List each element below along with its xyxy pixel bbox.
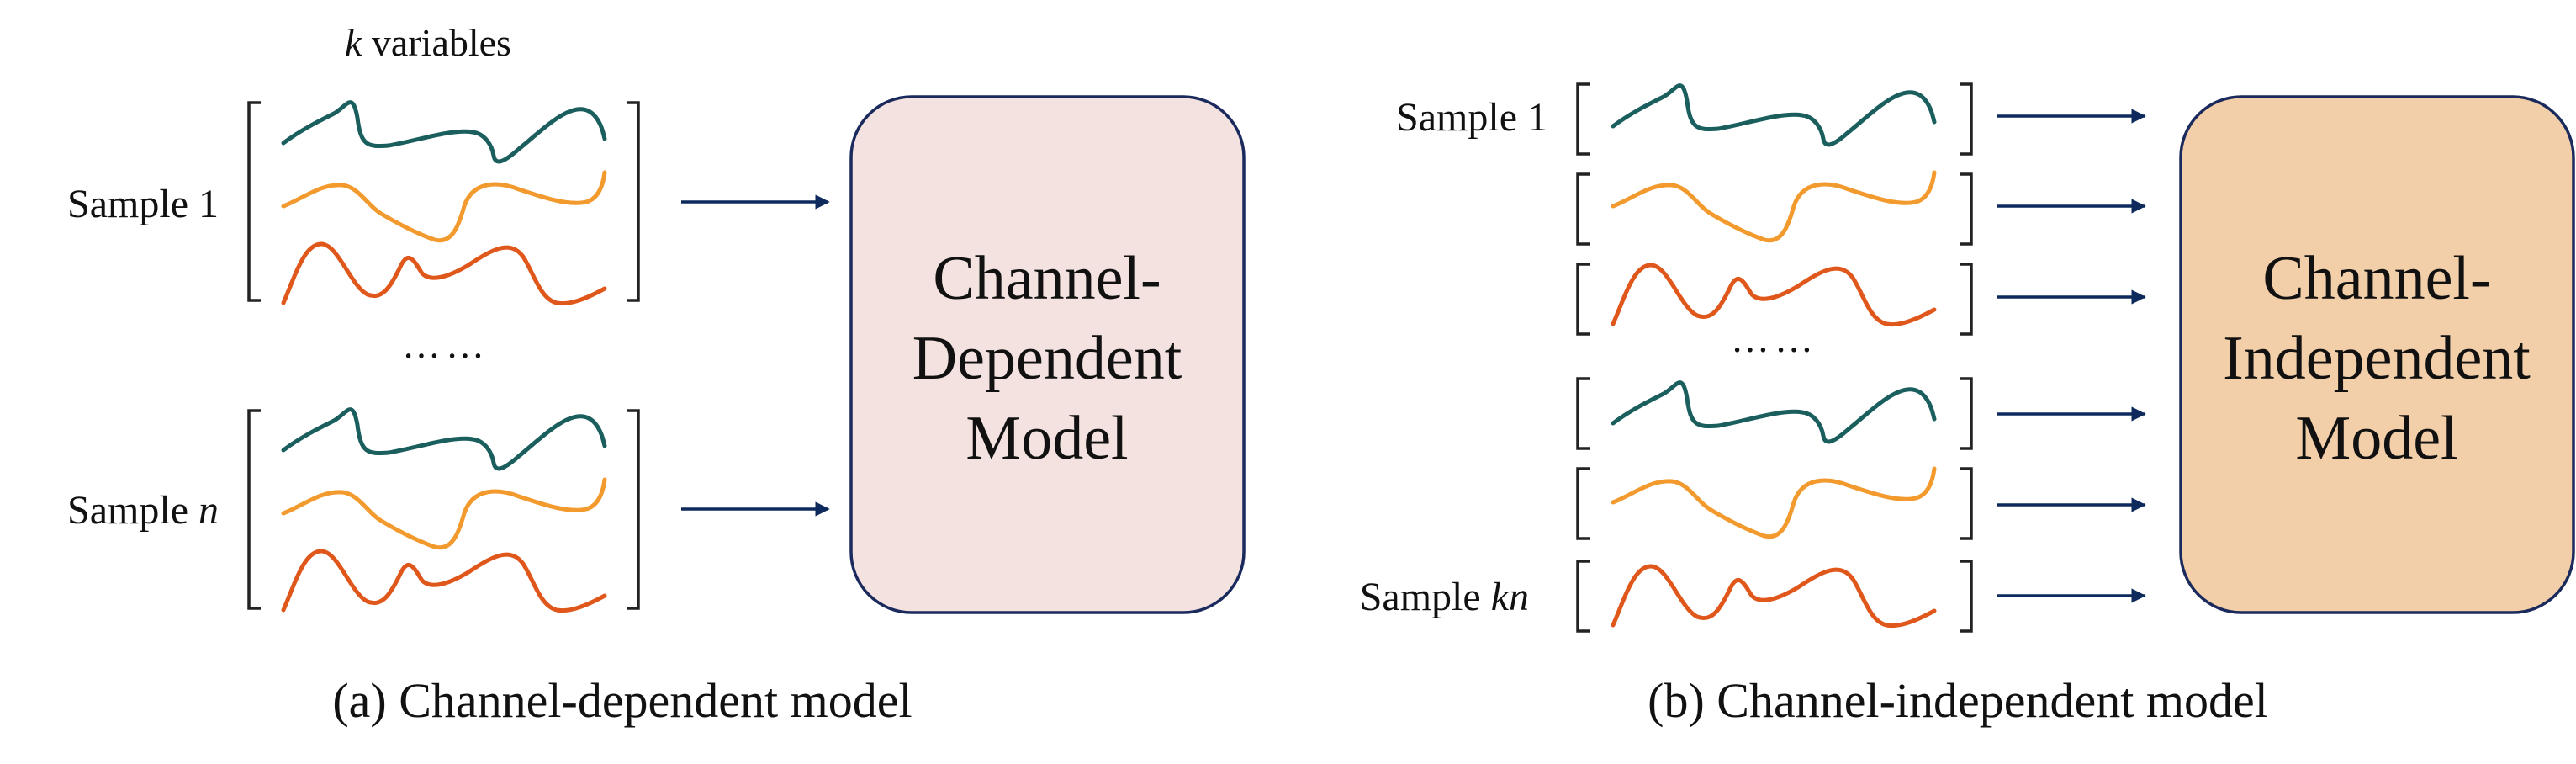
row-6 — [1576, 560, 2146, 633]
sample-kn-label: Sample kn — [1360, 575, 1529, 619]
model-label-line-3: Model — [2295, 404, 2457, 473]
right-bracket — [1960, 377, 1973, 450]
row-3 — [1576, 263, 2146, 336]
right-bracket — [627, 101, 640, 302]
channel-dependent-model-box — [849, 95, 1246, 614]
row-4 — [1576, 377, 2146, 450]
model-label-line-2: Independent — [2223, 324, 2531, 393]
right-bracket — [1960, 263, 1973, 336]
caption-b: (b) Channel-independent model — [1648, 673, 2268, 728]
variable-2-series — [1613, 172, 1934, 241]
sample-1-label: Sample 1 — [67, 182, 219, 226]
variable-3-series — [283, 551, 605, 611]
ellipsis: …… — [402, 323, 489, 366]
channel-independent-model-box — [2179, 95, 2575, 614]
variable-3-series — [283, 244, 605, 304]
variable-3-series — [1613, 265, 1934, 325]
model-label-line-1: Channel- — [2262, 244, 2490, 313]
left-bracket — [1576, 377, 1590, 450]
variable-1-series — [283, 410, 605, 469]
variable-2-series — [1613, 469, 1934, 537]
sample-n-group: Sample n — [67, 409, 830, 611]
sample-1-group: Sample 1 — [67, 101, 830, 304]
left-bracket — [247, 409, 261, 610]
left-bracket — [1576, 82, 1590, 156]
row-2 — [1576, 172, 2146, 246]
left-bracket — [1576, 467, 1590, 540]
ellipsis: …… — [1731, 317, 1818, 360]
variable-1-series — [1613, 86, 1934, 145]
sample-1-label: Sample 1 — [1396, 95, 1547, 140]
right-panel: Sample 1 …… — [1360, 82, 2575, 728]
sample-n-label: Sample n — [67, 488, 219, 533]
row-5 — [1576, 467, 2146, 540]
variables-label: k variables — [345, 21, 511, 64]
left-bracket — [1576, 263, 1590, 336]
left-panel: k variables Sample 1 …… Sample n Channel… — [67, 21, 1246, 728]
variable-1-series — [1613, 383, 1934, 442]
left-bracket — [1576, 172, 1590, 246]
caption-a: (a) Channel-dependent model — [332, 673, 912, 728]
row-1 — [1576, 82, 2146, 156]
right-bracket — [1960, 560, 1973, 633]
right-bracket — [1960, 172, 1973, 246]
model-label-line-3: Model — [965, 404, 1128, 473]
right-bracket — [1960, 467, 1973, 540]
right-bracket — [1960, 82, 1973, 156]
left-bracket — [1576, 560, 1590, 633]
right-bracket — [627, 409, 640, 610]
model-label-line-2: Dependent — [912, 324, 1182, 393]
variable-2-series — [283, 172, 605, 241]
variable-1-series — [283, 103, 605, 162]
model-label-line-1: Channel- — [933, 244, 1161, 313]
variable-2-series — [283, 480, 605, 548]
variable-3-series — [1613, 566, 1934, 626]
left-bracket — [247, 101, 261, 302]
